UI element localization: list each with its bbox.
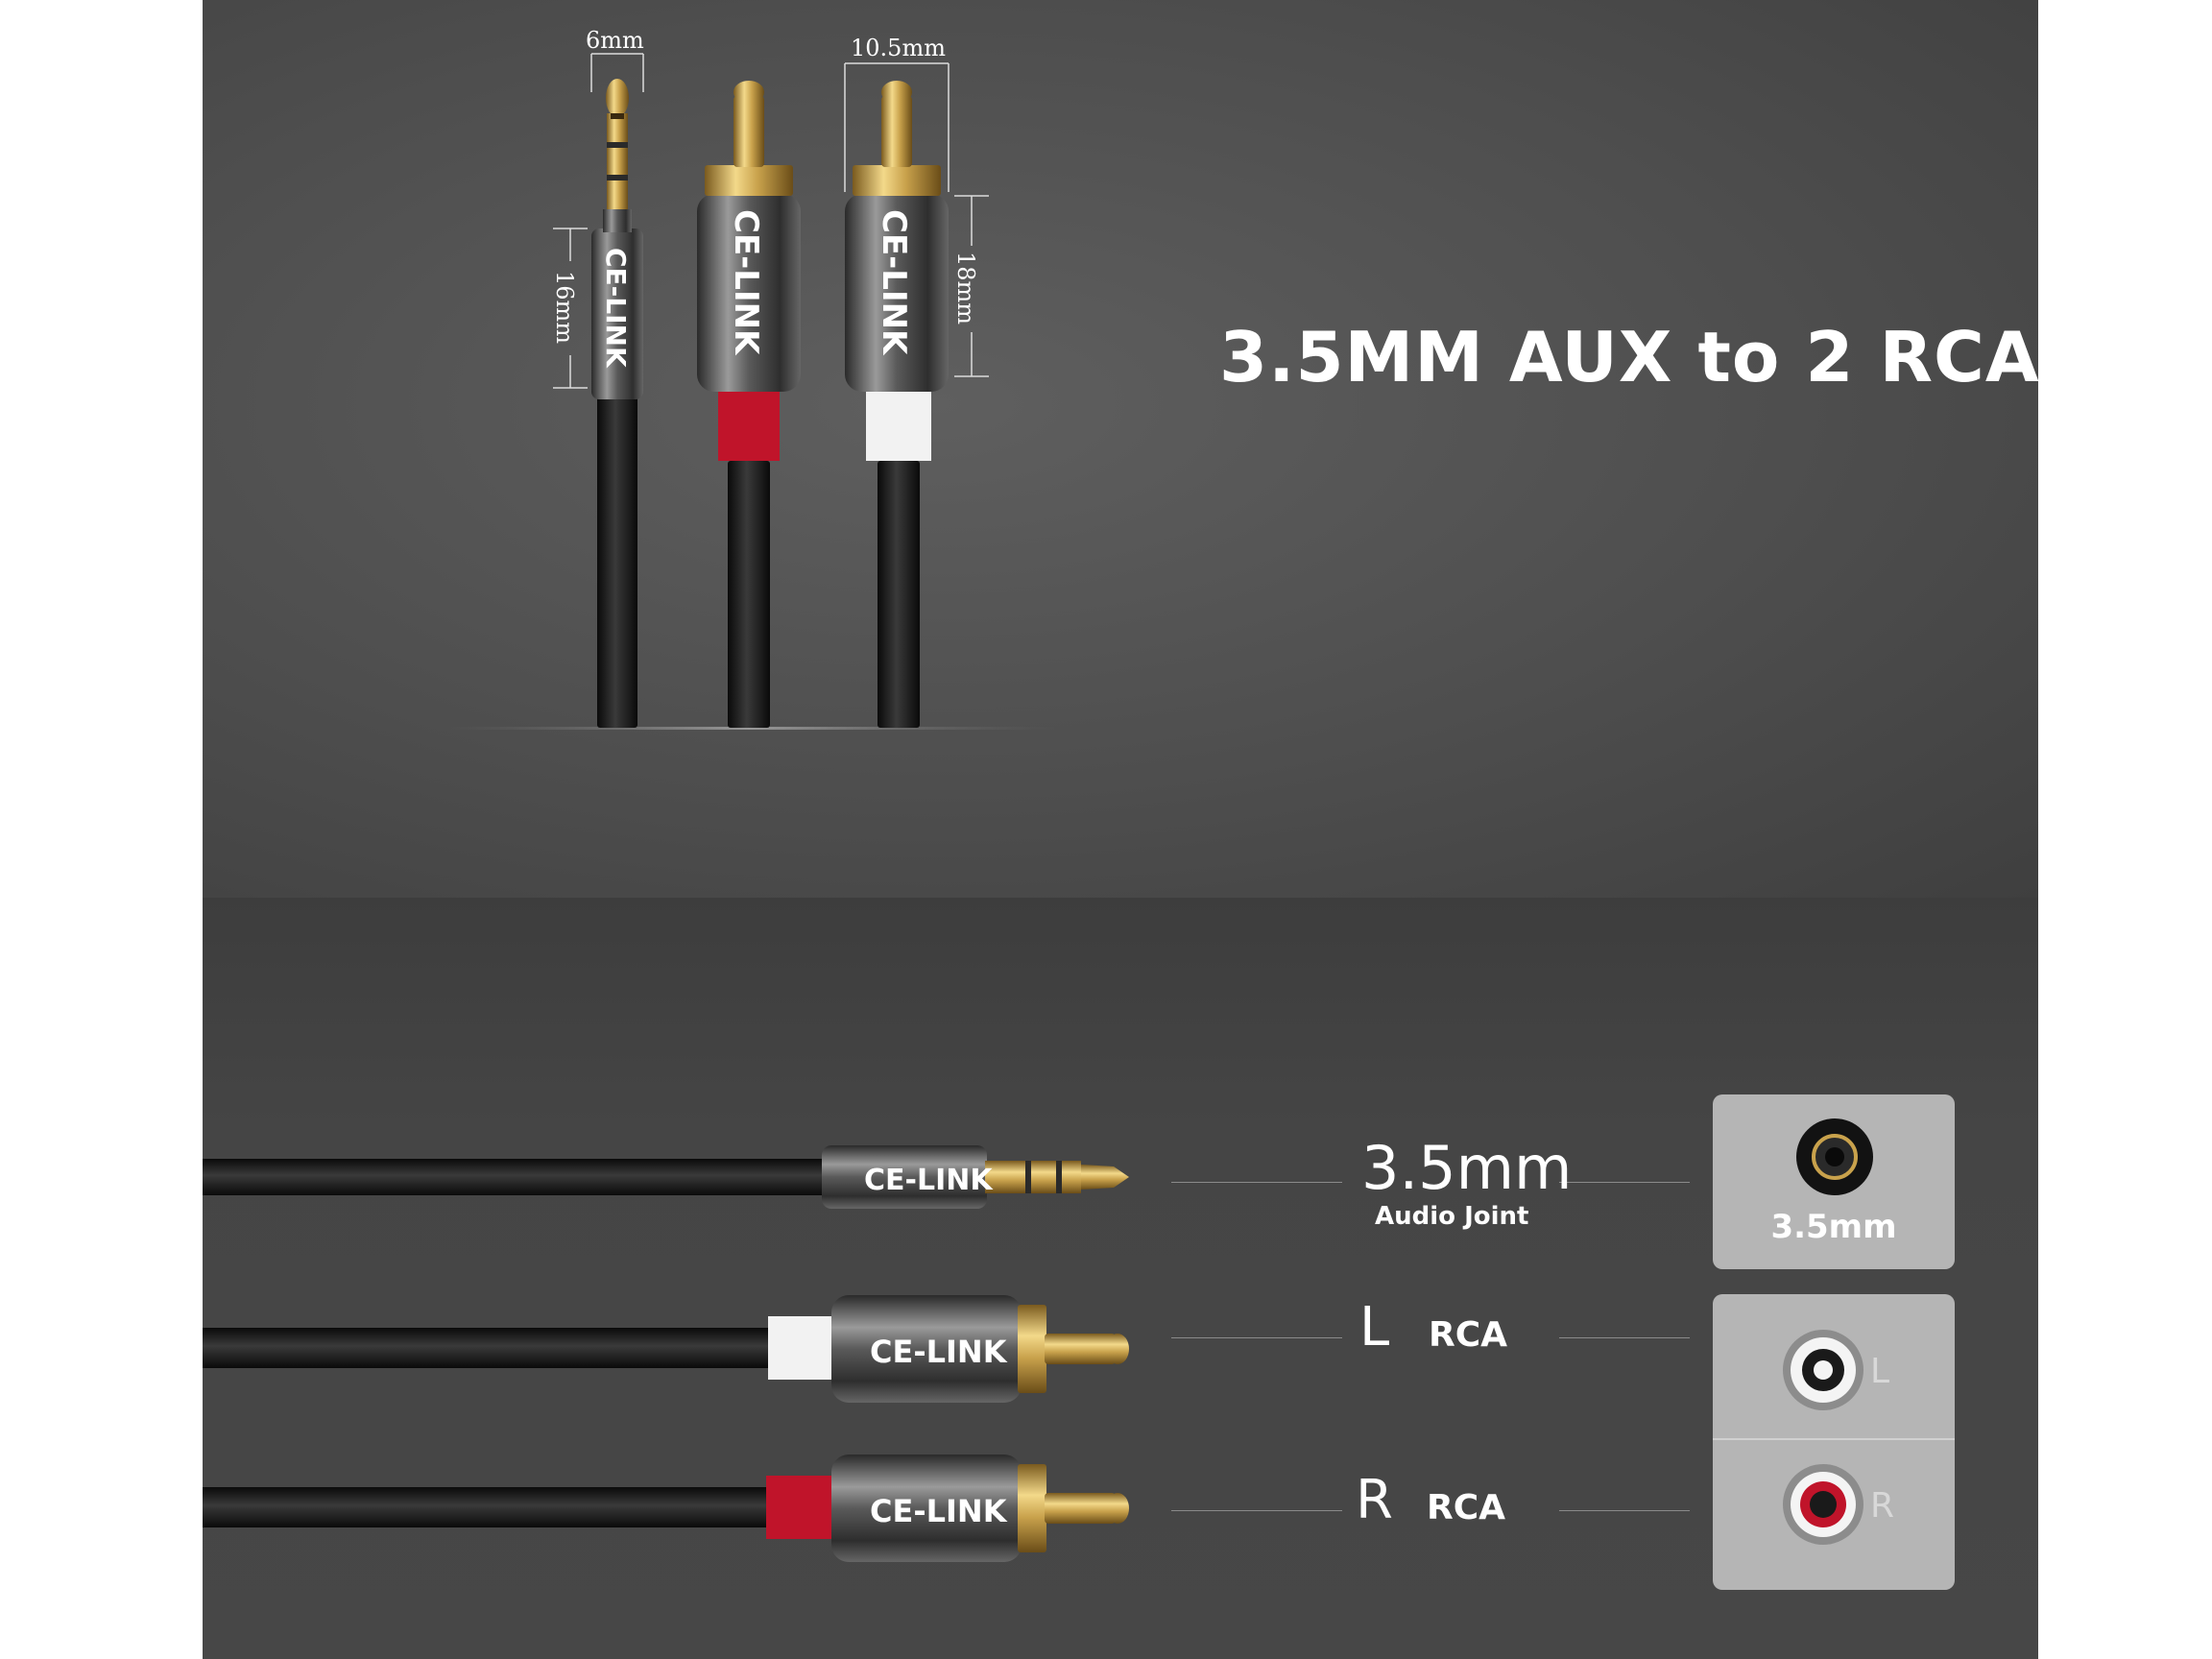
jack-plug-horizontal: CE-LINK [203, 1145, 1129, 1209]
port-divider [1713, 1438, 1955, 1440]
label-audio-joint: Audio Joint [1375, 1202, 1529, 1231]
rca-white-brand-text: CE-LINK [875, 209, 913, 356]
dimension-6mm [590, 53, 644, 92]
jack-h-brand-text: CE-LINK [864, 1164, 994, 1197]
port-letter-l: L [1870, 1352, 1890, 1391]
dimension-18mm [954, 195, 989, 377]
top-panel [203, 0, 2038, 898]
dim-16mm-label: 16mm [551, 271, 578, 344]
rule-r-left [1171, 1510, 1342, 1511]
port-label-3-5mm: 3.5mm [1770, 1208, 1897, 1246]
rca-white-port-icon [1783, 1330, 1863, 1410]
rca-white-vertical: CE-LINK [845, 81, 949, 728]
label-l-rca: RCA [1429, 1315, 1508, 1355]
dim-10.5mm-label: 10.5mm [851, 35, 946, 61]
rule-3-5mm-right [1559, 1182, 1690, 1183]
rca-red-horizontal: CE-LINK [203, 1455, 1129, 1562]
rule-l-right [1559, 1337, 1690, 1338]
horizontal-connectors-illustration: CE-LINK CE-LINK CE-LINK [203, 1145, 1129, 1562]
jack-port-icon [1796, 1118, 1873, 1195]
jack-plug-vertical: CE-LINK [591, 79, 643, 728]
rca-r-brand-text: CE-LINK [870, 1493, 1008, 1529]
rca-red-port-icon [1783, 1464, 1863, 1545]
dimension-10.5mm [844, 62, 950, 192]
rule-3-5mm-left [1171, 1182, 1342, 1183]
jack-brand-text: CE-LINK [600, 248, 632, 369]
label-r-rca: RCA [1427, 1488, 1506, 1527]
rca-red-vertical: CE-LINK [697, 81, 801, 728]
label-l: L [1359, 1296, 1390, 1358]
rca-white-horizontal: CE-LINK [203, 1295, 1129, 1403]
floor-reflection [442, 727, 1056, 730]
label-r: R [1356, 1469, 1393, 1531]
vertical-connectors-illustration: CE-LINK CE-LINK CE-LINK 6mm 10.5mm [442, 27, 1056, 730]
rca-red-brand-text: CE-LINK [727, 209, 765, 356]
rule-r-right [1559, 1510, 1690, 1511]
headline: 3.5MM AUX to 2 RCA [1219, 317, 2040, 397]
rule-l-left [1171, 1337, 1342, 1338]
dim-6mm-label: 6mm [586, 27, 644, 54]
port-box-rca: L R [1713, 1294, 1955, 1590]
label-3-5mm: 3.5mm [1361, 1133, 1573, 1203]
dimension-16mm [553, 228, 588, 389]
rca-l-brand-text: CE-LINK [870, 1334, 1008, 1370]
port-box-3-5mm: 3.5mm [1713, 1094, 1955, 1269]
port-letter-r: R [1870, 1486, 1895, 1526]
dim-18mm-label: 18mm [952, 252, 979, 325]
